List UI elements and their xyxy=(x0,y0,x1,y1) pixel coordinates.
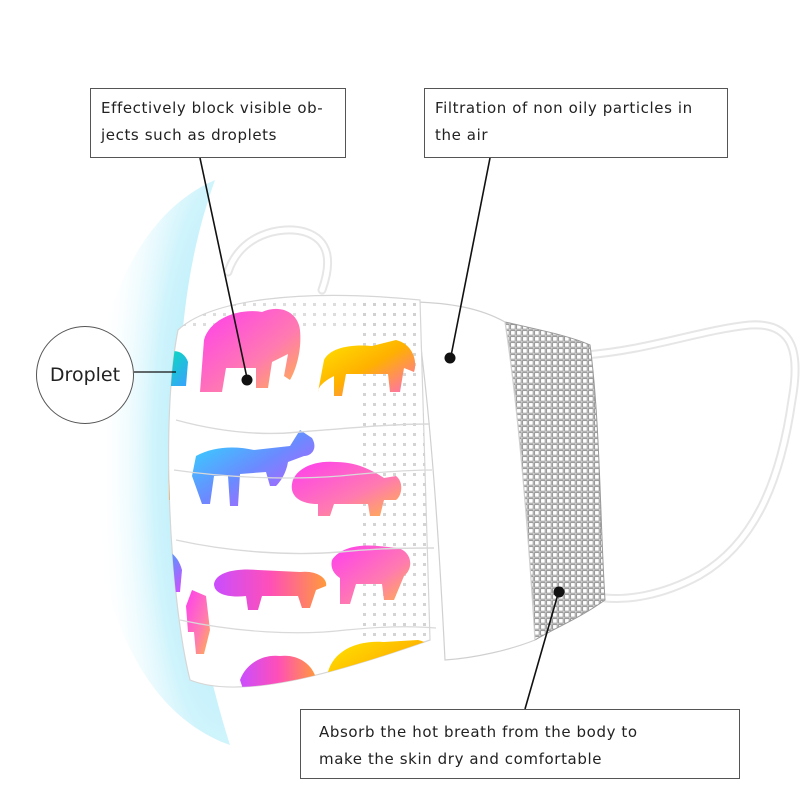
pleat-fold xyxy=(179,619,437,634)
pleat-fold xyxy=(175,419,431,435)
pleat-fold xyxy=(173,469,433,479)
top-ear-loop xyxy=(223,225,333,295)
right-ear-loop xyxy=(580,320,800,604)
leader-dot-droplets xyxy=(241,374,253,386)
outer-printed-layer xyxy=(168,294,437,688)
callout-text-line: the air xyxy=(435,126,489,144)
droplet-label-text: Droplet xyxy=(49,364,121,386)
droplet-label: Droplet xyxy=(36,326,134,424)
callout-absorb-breath: Absorb the hot breath from the body to m… xyxy=(300,709,740,779)
callout-filtration: Filtration of non oily particles in the … xyxy=(424,88,728,158)
callout-block-droplets: Effectively block visible ob- jects such… xyxy=(90,88,346,158)
leader-line-droplets xyxy=(199,157,248,379)
lion-print xyxy=(240,655,316,688)
rhino-print xyxy=(291,461,402,516)
leader-dot-filtration xyxy=(444,352,456,364)
callout-text-line: Effectively block visible ob- xyxy=(101,99,324,117)
giraffe-print xyxy=(186,590,210,654)
callout-text-line: jects such as droplets xyxy=(101,126,278,144)
pleat-fold xyxy=(175,539,435,555)
leader-line-breath xyxy=(524,593,559,710)
callout-text-line: make the skin dry and comfortable xyxy=(319,750,603,768)
leader-line-filtration xyxy=(450,157,491,357)
partial-animal-print xyxy=(168,351,188,386)
rhino-print xyxy=(214,569,327,610)
leader-dot-breath xyxy=(553,586,565,598)
callout-text-line: Absorb the hot breath from the body to xyxy=(319,723,638,741)
callout-text-line: Filtration of non oily particles in xyxy=(435,99,693,117)
elephant-print xyxy=(200,308,301,392)
elephant-print xyxy=(318,340,416,396)
rhino-print xyxy=(331,545,411,604)
giraffe-print xyxy=(192,430,315,506)
middle-filter-layer xyxy=(414,301,536,661)
